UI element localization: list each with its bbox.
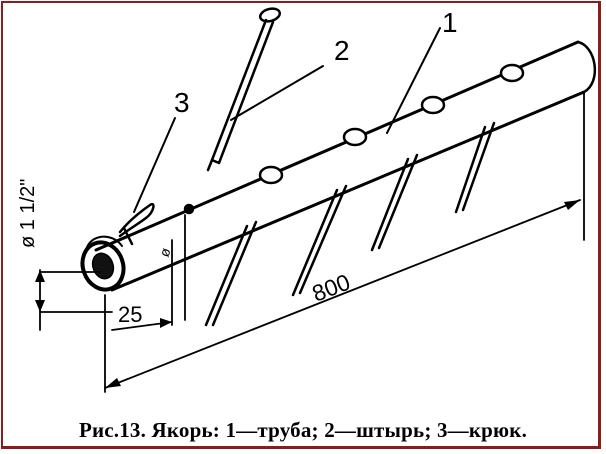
label-pipe-number: 1 — [442, 7, 458, 38]
label-hook-number: 3 — [174, 87, 190, 118]
dimension-lines — [39, 91, 585, 393]
figure-caption: Рис.13. Якорь: 1—труба; 2—штырь; 3—крюк. — [78, 418, 528, 442]
label-offset-25: 25 — [118, 302, 142, 327]
pipe-spikes — [204, 121, 496, 327]
hook — [118, 202, 155, 246]
leader-lines — [133, 27, 441, 213]
dimension-arrows — [35, 200, 580, 388]
label-diameter: ø 1 1/2" — [17, 179, 39, 248]
label-pin-number: 2 — [334, 35, 350, 66]
pipe-bolts — [183, 63, 525, 215]
label-length-800: 800 — [308, 269, 353, 307]
pipe — [80, 40, 597, 292]
pin-top — [206, 7, 282, 172]
